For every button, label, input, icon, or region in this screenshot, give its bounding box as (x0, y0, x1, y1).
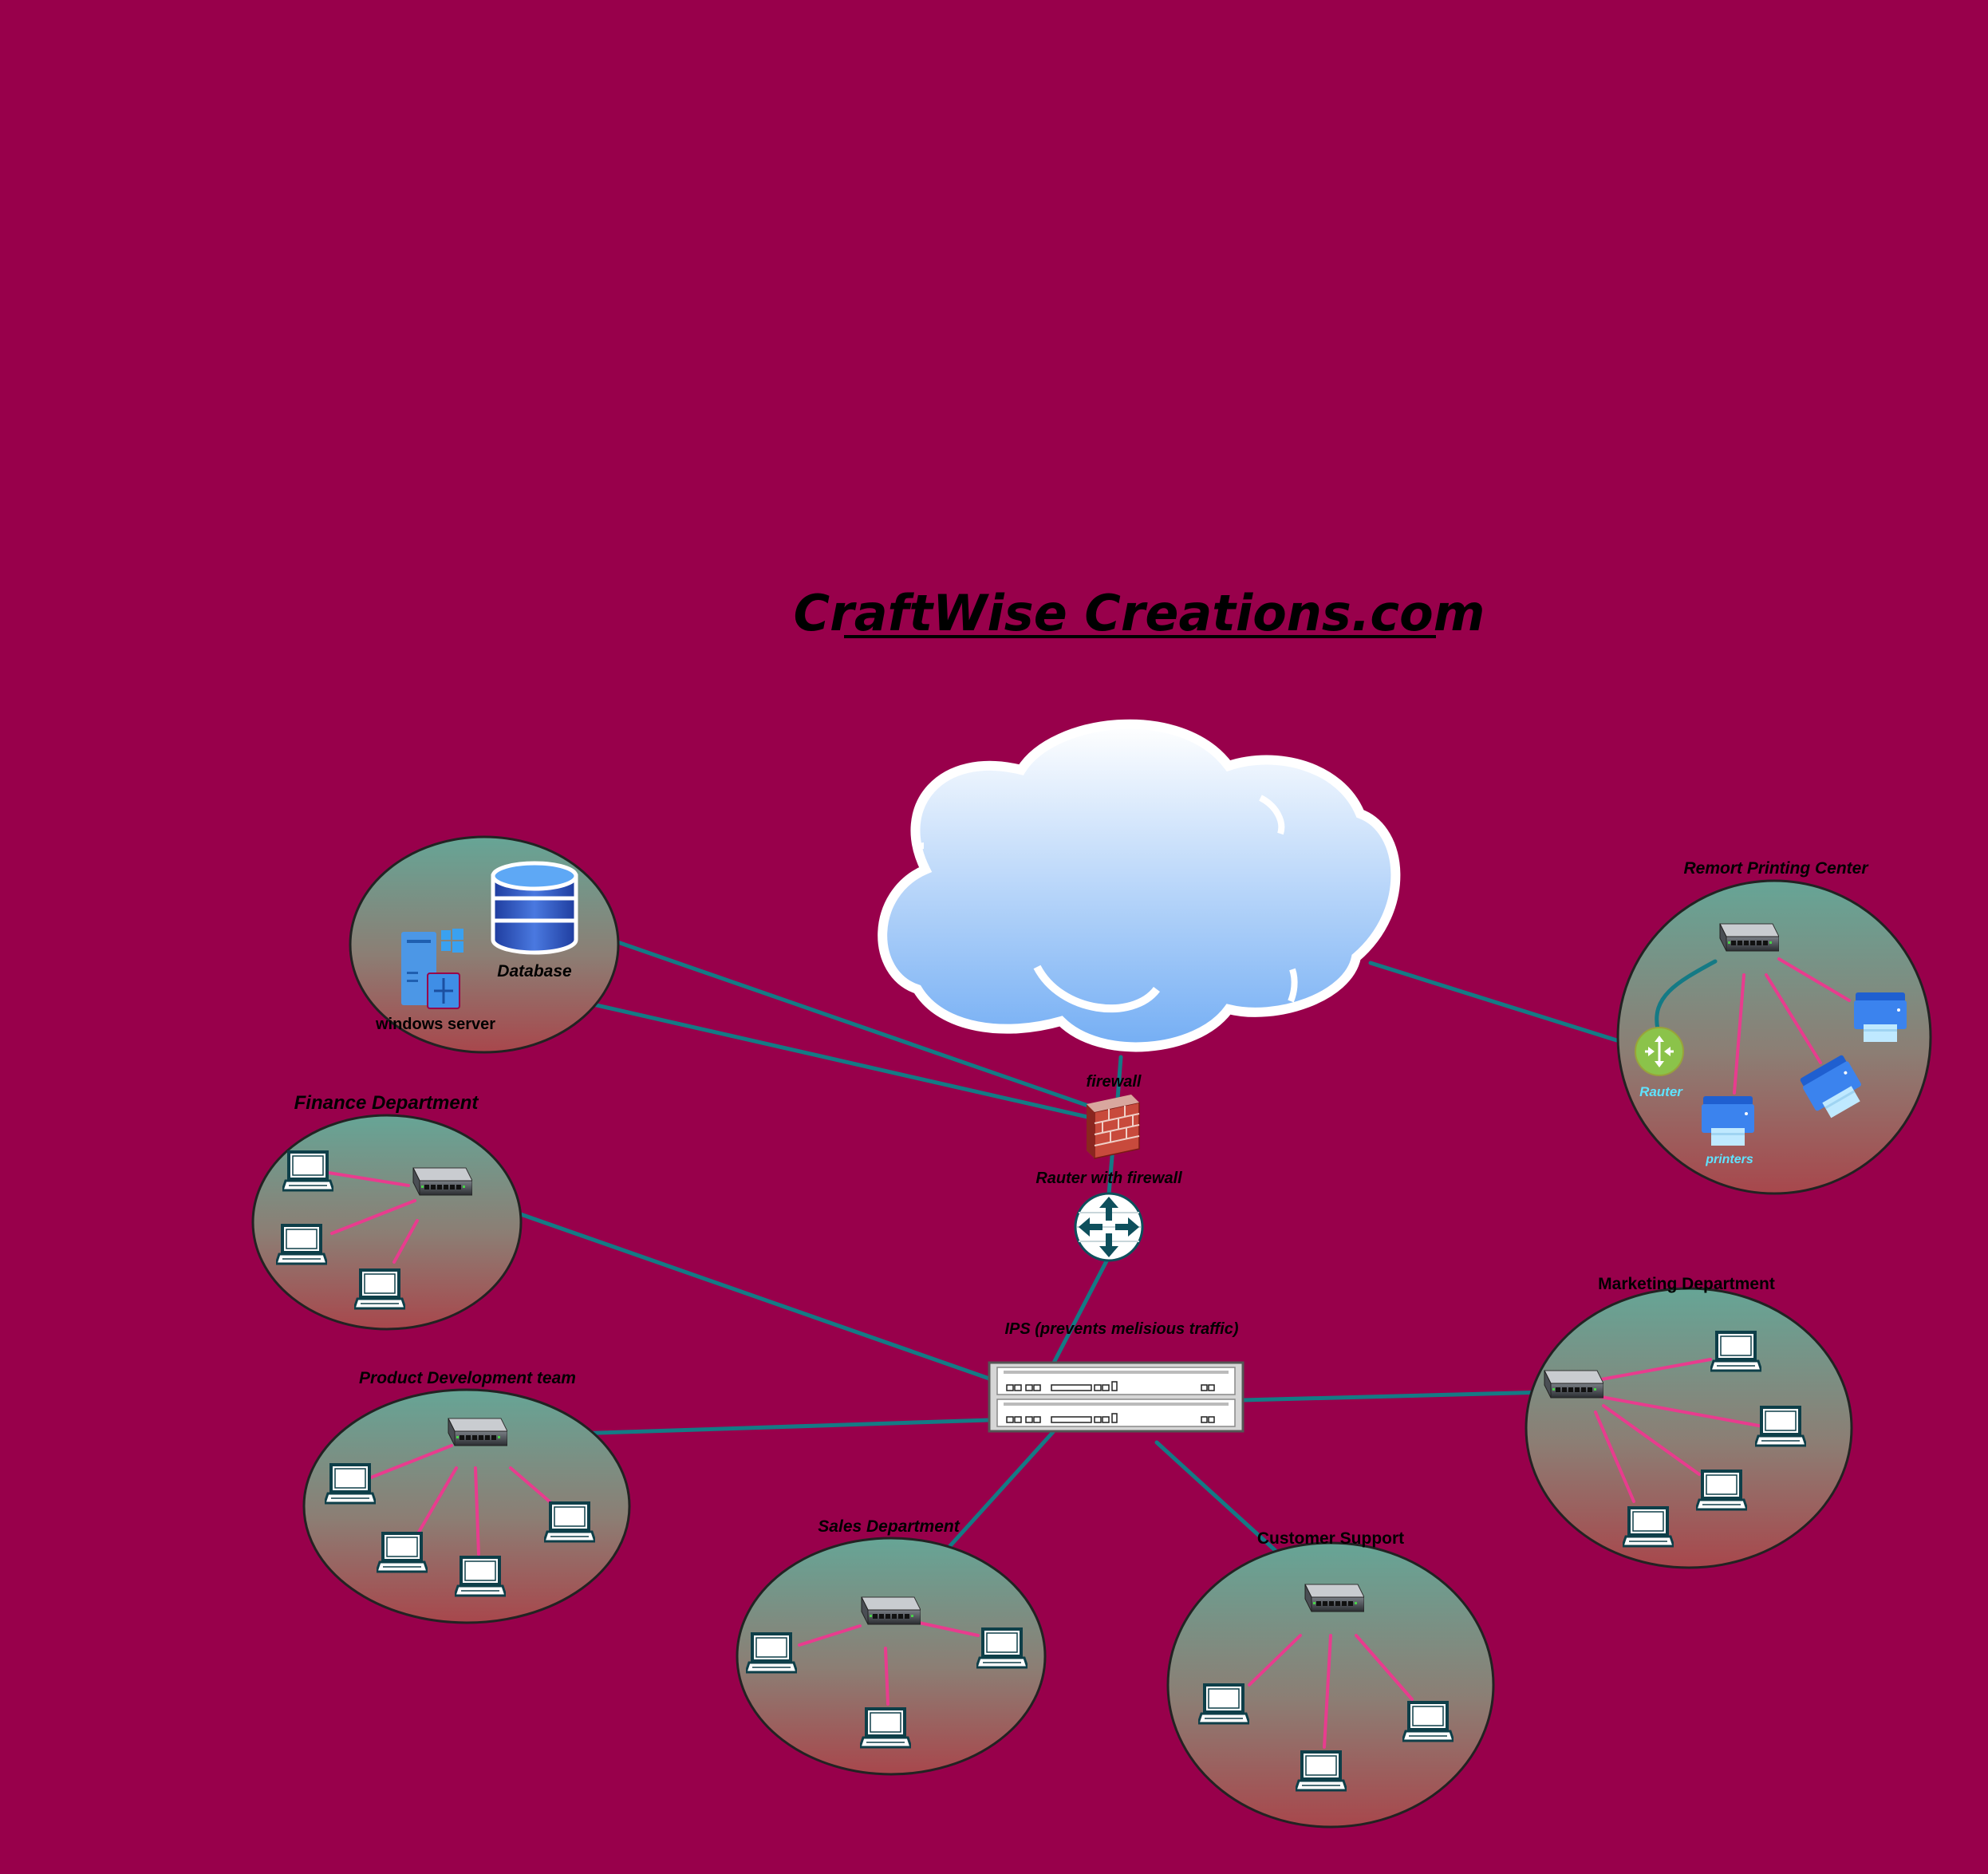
router-icon (1635, 1027, 1684, 1076)
cloud-icon (878, 719, 1401, 1052)
firewall-icon (1087, 1095, 1140, 1159)
sales-label: Sales Department (818, 1517, 960, 1536)
customer-support-label: Customer Support (1257, 1529, 1404, 1548)
diagram-title: CraftWise Creations.com (794, 584, 1485, 642)
product-dev-cluster: Product Development team (302, 1369, 631, 1624)
laptop-icon (1296, 1750, 1347, 1792)
laptop-icon (1623, 1506, 1674, 1548)
datacenter-cluster: Database windows server (349, 835, 620, 1054)
sales-cluster: Sales Department (736, 1517, 1047, 1776)
firewall-label: firewall (1087, 1073, 1142, 1091)
laptop-icon (325, 1463, 376, 1505)
product-dev-label: Product Development team (359, 1369, 576, 1387)
laptop-icon (1696, 1470, 1747, 1511)
laptop-icon (282, 1150, 333, 1192)
ips-label: IPS (prevents melisious traffic) (1004, 1320, 1238, 1338)
router-firewall-icon (1074, 1192, 1144, 1262)
laptop-icon (377, 1532, 428, 1573)
ips-appliance-icon (988, 1361, 1244, 1433)
laptop-icon (1755, 1406, 1806, 1447)
marketing-label: Marketing Department (1598, 1275, 1775, 1293)
laptop-icon (1710, 1331, 1761, 1372)
printers-label: printers (1705, 1153, 1753, 1166)
remote-printing-label: Remort Printing Center (1683, 859, 1869, 878)
switch-icon (861, 1596, 921, 1625)
router-label: Rauter (1639, 1084, 1683, 1099)
switch-icon (1304, 1584, 1364, 1612)
laptop-icon (276, 1224, 327, 1265)
database-label: Database (497, 962, 572, 980)
laptop-icon (544, 1501, 595, 1543)
windows-server-icon (401, 929, 463, 1009)
database-icon (491, 861, 578, 955)
laptop-icon (455, 1556, 506, 1597)
laptop-icon (354, 1268, 405, 1310)
laptop-icon (976, 1627, 1028, 1669)
laptop-icon (1402, 1701, 1454, 1742)
windows-server-label: windows server (375, 1016, 495, 1033)
switch-icon (448, 1418, 507, 1446)
laptop-icon (1198, 1683, 1249, 1725)
laptop-icon (746, 1632, 797, 1674)
finance-cluster: Finance Department (251, 1092, 523, 1331)
remote-printing-cluster: Remort Printing Center Rauter (1616, 859, 1932, 1195)
marketing-cluster: Marketing Department (1525, 1275, 1853, 1569)
finance-label: Finance Department (294, 1092, 479, 1114)
switch-icon (412, 1167, 472, 1196)
router-firewall-label: Rauter with firewall (1035, 1170, 1182, 1187)
laptop-icon (860, 1707, 911, 1749)
customer-support-cluster: Customer Support (1166, 1529, 1495, 1829)
switch-icon (1544, 1370, 1603, 1399)
switch-icon (1719, 923, 1779, 952)
